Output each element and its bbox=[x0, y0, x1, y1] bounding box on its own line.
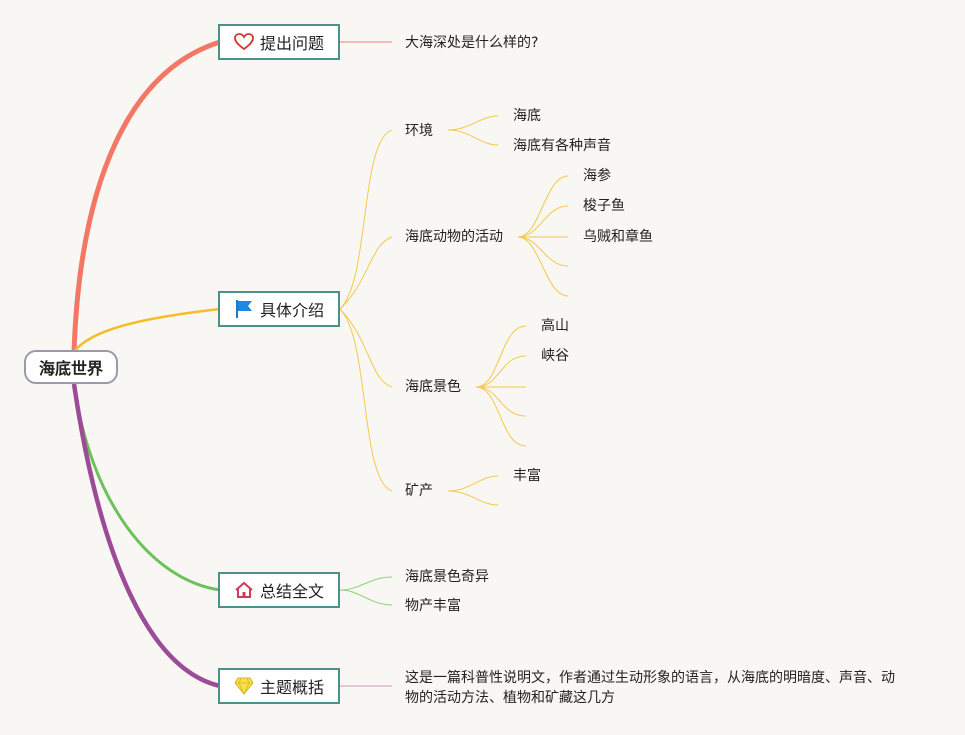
env-child[interactable]: 海底 bbox=[513, 108, 541, 124]
mineral-child[interactable]: 丰富 bbox=[513, 468, 541, 484]
summary-lines bbox=[339, 576, 393, 606]
detail-minerals[interactable]: 矿产 bbox=[405, 483, 433, 499]
question-text[interactable]: 大海深处是什么样的? bbox=[405, 35, 539, 51]
branch-summary[interactable]: 总结全文 bbox=[218, 572, 340, 608]
summary-item[interactable]: 物产丰富 bbox=[405, 598, 461, 614]
env-child[interactable]: 海底有各种声音 bbox=[513, 138, 611, 154]
branch-question[interactable]: 提出问题 bbox=[218, 24, 340, 60]
root-node[interactable]: 海底世界 bbox=[24, 350, 118, 384]
scenery-child[interactable]: 高山 bbox=[541, 318, 569, 334]
branch-line-theme bbox=[71, 383, 221, 689]
branch-question-label: 提出问题 bbox=[259, 34, 324, 53]
summary-item[interactable]: 海底景色奇异 bbox=[405, 569, 489, 585]
house-icon bbox=[234, 580, 254, 600]
branch-theme[interactable]: 主题概括 bbox=[218, 668, 340, 704]
theme-text[interactable]: 这是一篇科普性说明文，作者通过生动形象的语言，从海底的明暗度、声音、动物的活动方… bbox=[405, 670, 895, 706]
detail-animals[interactable]: 海底动物的活动 bbox=[405, 229, 503, 245]
branch-details-label: 具体介绍 bbox=[259, 301, 324, 320]
flag-icon bbox=[234, 299, 254, 319]
heart-icon bbox=[234, 32, 254, 52]
animal-child[interactable]: 海参 bbox=[583, 168, 611, 184]
branch-summary-label: 总结全文 bbox=[259, 582, 324, 601]
branch-line-details bbox=[72, 307, 221, 353]
branch-line-question bbox=[71, 39, 221, 353]
branch-theme-label: 主题概括 bbox=[259, 678, 324, 697]
animal-child[interactable]: 乌贼和章鱼 bbox=[583, 229, 653, 245]
branch-details[interactable]: 具体介绍 bbox=[218, 291, 340, 327]
scenery-child[interactable]: 峡谷 bbox=[541, 348, 569, 364]
detail-scenery[interactable]: 海底景色 bbox=[405, 379, 461, 395]
gem-icon bbox=[234, 676, 254, 696]
detail-env[interactable]: 环境 bbox=[405, 123, 433, 139]
details-lines bbox=[339, 115, 569, 506]
root-label: 海底世界 bbox=[38, 359, 103, 378]
animal-child[interactable]: 梭子鱼 bbox=[583, 198, 625, 214]
